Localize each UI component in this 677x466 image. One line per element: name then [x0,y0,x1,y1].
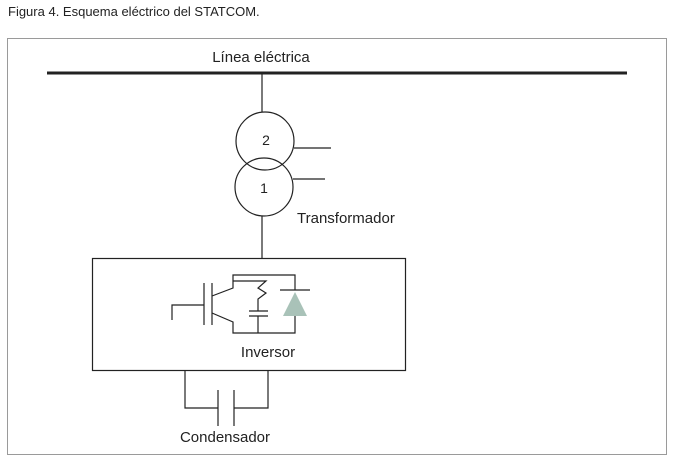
diode-icon [283,292,307,316]
collector [211,274,296,297]
power-line-label: Línea eléctrica [212,49,310,66]
winding-2-label: 2 [262,132,270,148]
figure-frame [7,38,667,455]
winding-1 [234,157,294,217]
igbt-symbol [171,274,310,334]
capacitor [184,371,269,426]
snubber-resistor [233,280,268,311]
inverter-label: Inversor [241,344,295,361]
gate-lead [171,304,204,320]
inverter-box [91,257,407,372]
emitter [211,312,296,334]
capacitor-lead-right [234,371,269,409]
winding-2 [235,111,295,171]
capacitor-label: Condensador [180,429,270,446]
capacitor-lead-left [184,371,218,409]
winding-1-label: 1 [260,180,268,196]
transformer [234,111,331,217]
figure-caption: Figura 4. Esquema eléctrico del STATCOM. [8,4,260,19]
transformer-label: Transformador [297,210,395,227]
